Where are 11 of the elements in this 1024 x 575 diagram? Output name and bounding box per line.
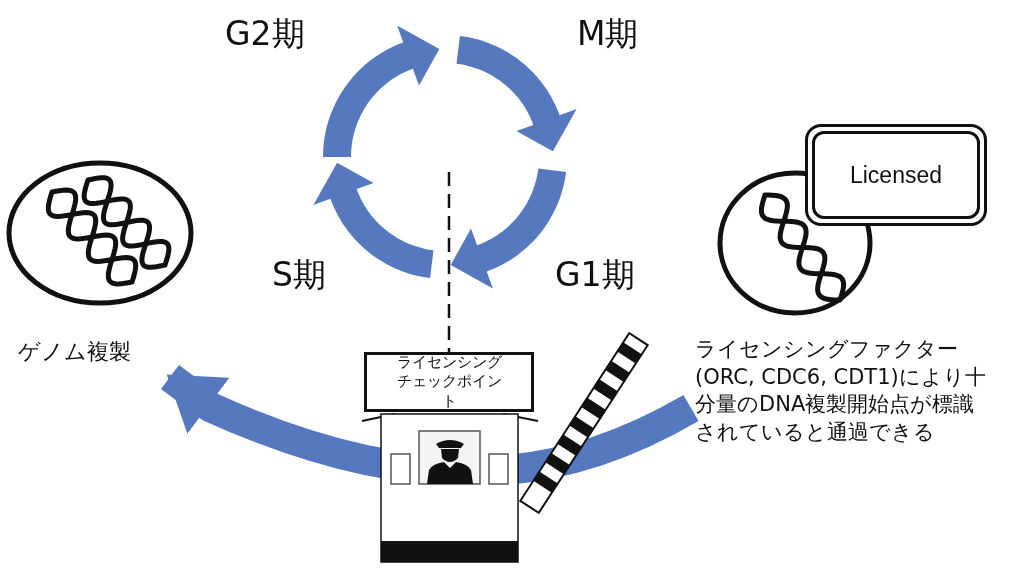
description-text: ライセンシングファクター(ORC, CDC6, CDT1)により十分量のDNA複製開始点が標識されていると通過できる (695, 336, 995, 447)
badge-text: Licensed (849, 161, 943, 189)
badge (805, 124, 987, 226)
phase-label: M期 (577, 17, 639, 50)
phase-label: S期 (272, 258, 326, 291)
phase-label: G2期 (225, 17, 305, 50)
sign-text: ライセンシングチェックポイント (395, 352, 503, 412)
cell-caption: ゲノム複製 (18, 337, 168, 367)
phase-label: G1期 (555, 258, 635, 291)
dashed-line (447, 172, 451, 352)
sign-board (364, 352, 534, 412)
